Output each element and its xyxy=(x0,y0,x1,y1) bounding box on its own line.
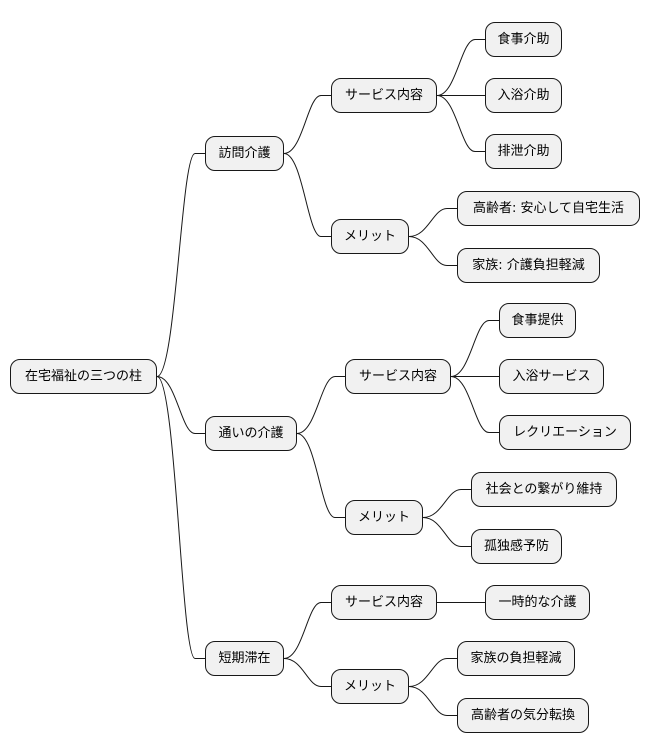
branch-node-day-care: 通いの介護 xyxy=(205,416,297,451)
connector-line xyxy=(422,489,471,518)
category-node-service: サービス内容 xyxy=(345,359,451,394)
connector-line xyxy=(156,376,205,434)
leaf-node: 家族の負担軽減 xyxy=(457,641,575,676)
connector-line xyxy=(156,153,205,377)
connector-line xyxy=(422,517,471,547)
leaf-node: 入浴介助 xyxy=(485,78,562,113)
leaf-node: レクリエーション xyxy=(499,415,631,450)
branch-node-home-visit: 訪問介護 xyxy=(205,136,284,171)
leaf-node: 高齢者: 安心して自宅生活 xyxy=(457,191,640,226)
leaf-node: 孤独感予防 xyxy=(471,529,562,564)
root-node: 在宅福祉の三つの柱 xyxy=(10,359,157,394)
connector-line xyxy=(283,95,331,154)
connector-line xyxy=(283,602,331,659)
connector-line xyxy=(296,376,345,434)
connector-line xyxy=(408,236,457,266)
category-node-service: サービス内容 xyxy=(331,78,437,113)
connector-line xyxy=(283,153,331,237)
connector-line xyxy=(408,208,457,237)
leaf-node: 高齢者の気分転換 xyxy=(457,698,589,733)
category-node-service: サービス内容 xyxy=(331,585,437,620)
category-node-merit: メリット xyxy=(331,669,409,704)
leaf-node: 社会との繋がり維持 xyxy=(471,472,617,507)
leaf-node: 食事提供 xyxy=(499,303,576,338)
category-node-merit: メリット xyxy=(331,219,409,254)
leaf-node: 入浴サービス xyxy=(499,359,604,394)
connector-line xyxy=(408,658,457,687)
leaf-node: 排泄介助 xyxy=(485,134,562,169)
connector-line xyxy=(450,376,499,433)
leaf-node: 家族: 介護負担軽減 xyxy=(457,248,600,283)
connector-line xyxy=(450,320,499,377)
branch-node-short-stay: 短期滞在 xyxy=(205,641,284,676)
leaf-node: 食事介助 xyxy=(485,22,562,57)
connector-line xyxy=(156,376,205,659)
connector-line xyxy=(283,658,331,687)
category-node-merit: メリット xyxy=(345,500,423,535)
connector-line xyxy=(408,686,457,716)
leaf-node: 一時的な介護 xyxy=(485,585,590,620)
connector-line xyxy=(296,433,345,518)
connector-line xyxy=(436,39,485,96)
connector-line xyxy=(436,95,485,152)
